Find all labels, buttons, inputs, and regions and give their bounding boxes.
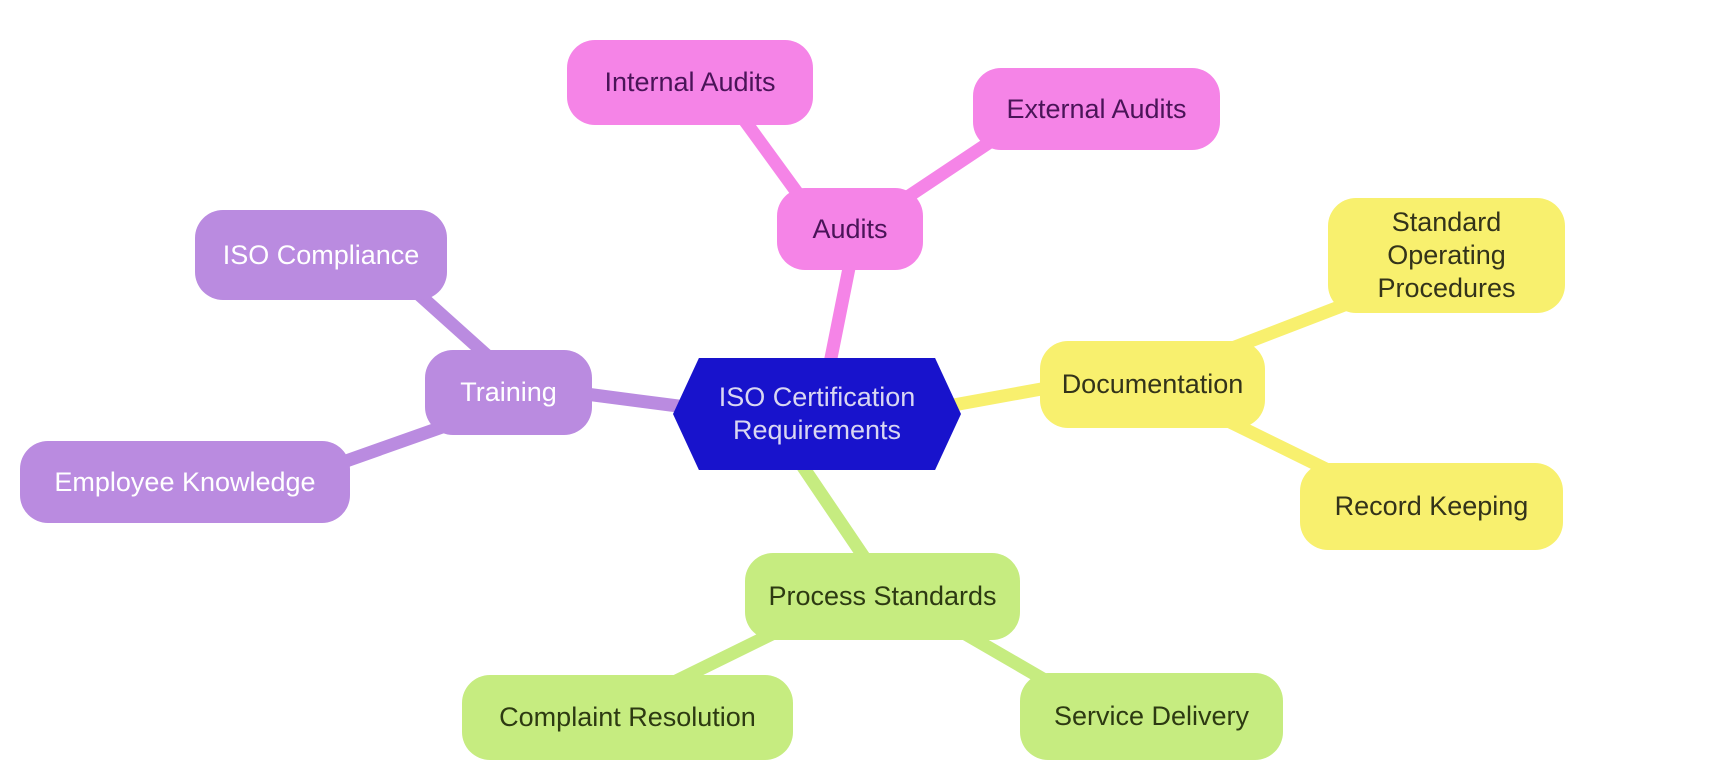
node-audits: Audits [777,188,923,270]
node-employee-knowledge: Employee Knowledge [20,441,350,523]
node-external-audits-label: External Audits [1006,93,1187,124]
node-complaint-resolution: Complaint Resolution [462,675,793,760]
node-training: Training [425,350,592,435]
edge-root-process-standards [790,451,873,567]
node-iso-compliance: ISO Compliance [195,210,447,300]
node-standard-operating-procedures: Standard Operating Procedures [1328,198,1565,313]
edge-training-iso-compliance [407,283,499,367]
node-process-standards: Process Standards [745,553,1020,640]
node-internal-audits-label: Internal Audits [604,67,776,98]
edge-root-documentation [941,379,1065,413]
edge-audits-external-audits [899,133,1000,205]
edge-root-training [579,387,685,413]
node-documentation: Documentation [1040,341,1265,428]
node-employee-knowledge-label: Employee Knowledge [54,466,316,497]
node-internal-audits: Internal Audits [567,40,813,125]
node-training-label: Training [460,377,557,408]
node-standard-operating-procedures-label: Standard Operating Procedures [1377,207,1516,303]
node-root-label: ISO Certification Requirements [718,382,916,445]
node-complaint-resolution-label: Complaint Resolution [499,702,756,733]
node-record-keeping: Record Keeping [1300,463,1563,550]
node-service-delivery: Service Delivery [1020,673,1283,760]
node-process-standards-label: Process Standards [768,581,997,612]
node-record-keeping-label: Record Keeping [1334,491,1529,522]
node-documentation-label: Documentation [1061,369,1244,400]
node-service-delivery-label: Service Delivery [1053,701,1250,732]
node-audits-label: Audits [812,213,888,244]
node-external-audits: External Audits [973,68,1220,150]
node-iso-compliance-label: ISO Compliance [222,239,420,270]
node-root-iso-certification-requirements: ISO Certification Requirements [673,358,961,470]
